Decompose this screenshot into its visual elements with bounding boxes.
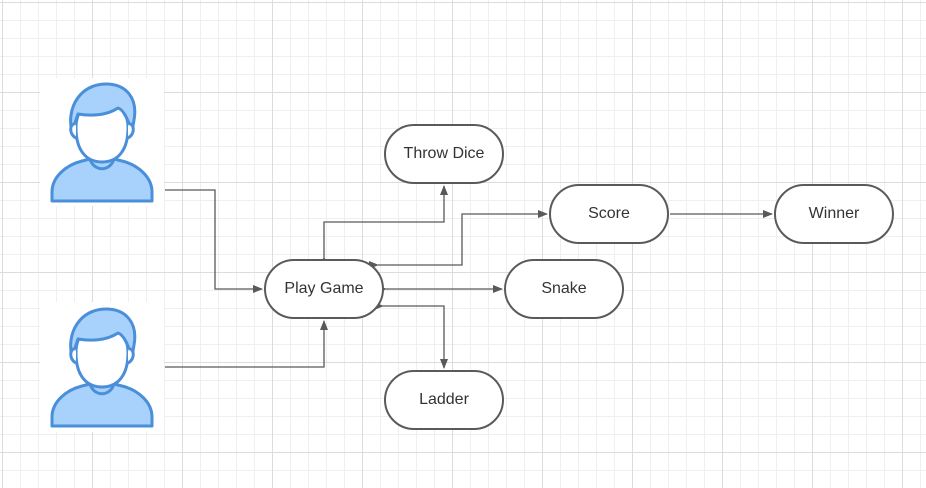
node-label: Ladder bbox=[419, 391, 469, 408]
edge-actor1-to-play-game bbox=[165, 189, 263, 293]
node-label: Score bbox=[588, 205, 630, 222]
node-label: Winner bbox=[808, 205, 860, 222]
edge-play-game-score bbox=[369, 210, 548, 269]
node-score[interactable]: Score bbox=[549, 184, 669, 244]
node-label: Play Game bbox=[284, 280, 364, 297]
node-winner[interactable]: Winner bbox=[774, 184, 894, 244]
node-label: Throw Dice bbox=[403, 145, 485, 162]
node-label: Snake bbox=[541, 280, 587, 297]
node-throw-dice[interactable]: Throw Dice bbox=[384, 124, 504, 184]
user-icon bbox=[50, 82, 154, 203]
edge-play-game-ladder bbox=[374, 302, 448, 369]
node-play-game[interactable]: Play Game bbox=[264, 259, 384, 319]
edge-actor2-to-play-game bbox=[165, 320, 328, 368]
node-ladder[interactable]: Ladder bbox=[384, 370, 504, 430]
edge-play-game-throw-dice bbox=[320, 185, 448, 266]
node-snake[interactable]: Snake bbox=[504, 259, 624, 319]
user-icon bbox=[50, 307, 154, 428]
